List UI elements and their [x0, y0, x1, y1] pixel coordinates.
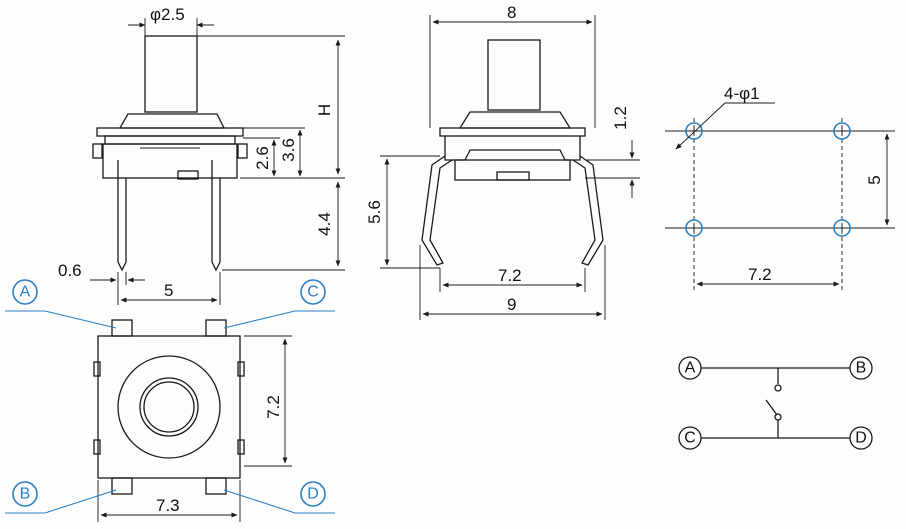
pcb-layout: 4-φ1 5 7.2 [665, 84, 895, 290]
pin-tab-A [111, 319, 133, 337]
terminal-label-B: B [856, 360, 867, 377]
front-tab [496, 171, 530, 181]
callout-C: C [223, 279, 335, 329]
top-view: 7.2 7.3 A C B D [5, 279, 335, 522]
pcb-hole-2 [833, 122, 851, 140]
pcb-hole-4 [833, 219, 851, 237]
dim-0-6: 0.6 [58, 261, 82, 280]
dim-lead-span-7-2: 7.2 [498, 266, 522, 285]
hole-callout-label: 4-φ1 [724, 84, 760, 103]
dim-1-2: 1.2 [611, 106, 630, 130]
switch-contact-top [774, 384, 782, 392]
dim-3-6: 3.6 [279, 138, 298, 162]
switch-lever [765, 399, 778, 416]
callout-D: D [223, 481, 335, 514]
dim-5-6: 5.6 [365, 200, 384, 224]
front-cap [458, 111, 572, 129]
terminal-label-A: A [685, 360, 696, 377]
front-body-upper [444, 136, 581, 161]
switch-schematic: A B C D [678, 356, 873, 450]
pin-tab-D [205, 477, 227, 495]
front-view: 8 1.2 5.6 7.2 9 [365, 3, 640, 320]
callout-A: A [5, 279, 117, 329]
callout-label-C: C [307, 284, 319, 301]
front-stem [487, 39, 541, 111]
leg-left [117, 160, 127, 272]
pcb-dim-7-2: 7.2 [748, 265, 772, 284]
front-leg-left [421, 155, 453, 266]
top-button-inner [143, 381, 195, 433]
housing-upper [104, 135, 236, 145]
pin-tab-B [111, 477, 133, 495]
actuator-stem [144, 35, 198, 113]
leg-right [211, 160, 221, 272]
callout-label-D: D [307, 486, 319, 503]
side-clip-right [237, 143, 248, 159]
notch-right-bottom [237, 439, 245, 455]
pin-tab-C [205, 319, 227, 337]
housing-tab [177, 170, 199, 180]
dim-top-7-3: 7.3 [156, 496, 180, 515]
dim-pin-pitch-5: 5 [164, 281, 173, 300]
dim-body-8: 8 [507, 3, 516, 22]
terminal-label-C: C [684, 430, 696, 447]
notch-left-top [93, 361, 101, 377]
pcb-hole-3 [685, 219, 703, 237]
top-outer-ring [117, 355, 221, 459]
front-body [454, 159, 571, 181]
top-plate [96, 127, 244, 137]
pcb-dim-5: 5 [865, 175, 884, 184]
callout-B: B [5, 481, 117, 514]
dim-4-4: 4.4 [315, 212, 334, 236]
pcb-hole-1 [685, 122, 703, 140]
callout-label-B: B [20, 486, 31, 503]
dim-top-7-2: 7.2 [264, 395, 283, 419]
dim-stem-diameter: φ2.5 [150, 5, 185, 24]
front-leg-right [572, 155, 604, 266]
top-body [97, 335, 241, 479]
housing-body [102, 143, 238, 179]
actuator-cap [118, 113, 226, 129]
front-top-plate [439, 127, 586, 137]
dim-height-H: H [315, 104, 334, 116]
notch-left-bottom [93, 439, 101, 455]
top-button [139, 377, 199, 437]
side-clip-left [92, 143, 103, 159]
notch-right-top [237, 361, 245, 377]
terminal-label-D: D [855, 430, 867, 447]
dim-lead-span-9: 9 [507, 295, 516, 314]
dim-2-6: 2.6 [253, 146, 272, 170]
callout-label-A: A [20, 284, 31, 301]
side-view: φ2.5 H 3.6 2.6 4.4 0.6 5 [58, 5, 345, 305]
switch-contact-bottom [774, 413, 782, 421]
